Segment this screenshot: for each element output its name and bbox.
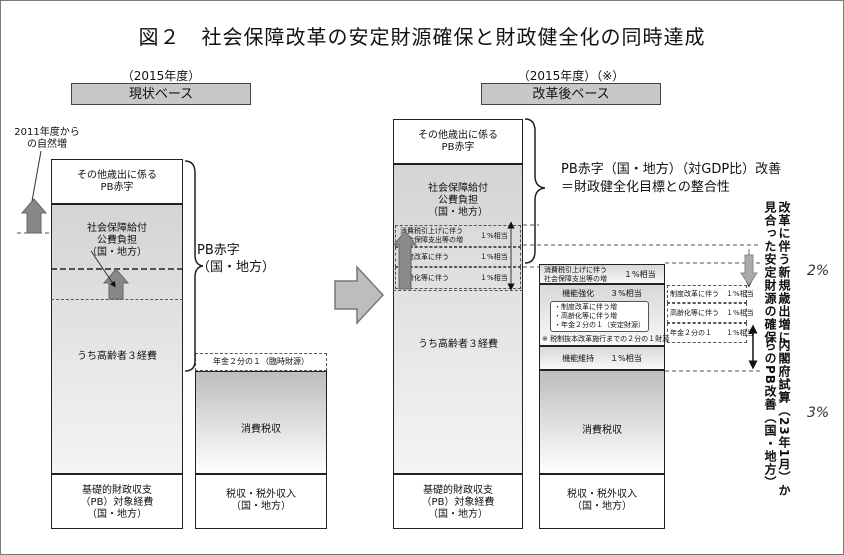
side-aging-label: 高齢化等に伴う １%相当 — [670, 309, 754, 317]
left-consumption-tax-label: 消費税収 — [241, 424, 281, 435]
right-function-strengthen-block: 機能強化 ３%相当 ・制度改革に伴う増 ・高齢化等に伴う増 ・年金２分の１（安定… — [539, 284, 669, 346]
side-reform-box: 制度改革に伴う １%相当 — [667, 285, 754, 303]
side-reform-label: 制度改革に伴う １%相当 — [670, 290, 754, 298]
right-function-maintain-label: 機能維持 １%相当 — [562, 354, 642, 363]
pointer-arrow-icon — [90, 250, 116, 288]
up-arrow-icon-2 — [102, 268, 130, 300]
natural-increase-label: 2011年度から の自然増 — [14, 127, 80, 150]
right-base-block: 基礎的財政収支 （PB）対象経費 （国・地方） — [393, 474, 523, 529]
vertical-note-pb-improvement: 内閣府試算（23年1月）か らのPB改善（国・地方） — [763, 339, 791, 498]
left-revenue-block: 税収・税外収入 （国・地方） — [195, 474, 327, 529]
right-increase-value: １%相当 — [480, 232, 508, 240]
right-reform-value: １%相当 — [480, 253, 508, 261]
left-pb-brace — [184, 160, 204, 372]
right-increase-label: 消費税引上げに伴う 社会保障支出等の増 — [400, 227, 463, 244]
right-function-strengthen-head: 機能強化 ３%相当 — [562, 289, 642, 298]
right-function-strengthen-items: ・制度改革に伴う増 ・高齢化等に伴う増 ・年金２分の１（安定財源） — [550, 301, 649, 332]
right-other-pb-deficit-block: その他歳出に係る PB赤字 — [393, 119, 523, 164]
left-revenue-label: 税収・税外収入 （国・地方） — [226, 489, 296, 512]
figure-title: 図２ 社会保障改革の安定財源確保と財政健全化の同時達成 — [138, 25, 706, 49]
left-elderly-label: うち高齢者３経費 — [77, 351, 157, 362]
right-increase-row: 消費税引上げに伴う 社会保障支出等の増 １%相当 — [395, 225, 521, 247]
pct-2: 2% — [807, 263, 830, 279]
right-aging-row: 高齢化等に伴う １%相当 — [395, 267, 521, 289]
right-reform-row: 制度改革に伴う １%相当 — [395, 247, 521, 267]
right-reform-label: 制度改革に伴う — [400, 253, 449, 261]
right-increase-tax-value: １%相当 — [624, 270, 656, 279]
pct-3: 3% — [807, 405, 830, 421]
right-revenue-block: 税収・税外収入 （国・地方） — [539, 474, 665, 529]
left-social-label: 社会保障給付 公費負担 （国・地方） — [87, 223, 147, 258]
right-consumption-tax-block: 消費税収 — [539, 370, 665, 474]
right-other-pb-deficit-label: その他歳出に係る PB赤字 — [418, 130, 498, 153]
side-pension-label: 年金２分の１ １%相当 — [670, 329, 754, 337]
right-year-label: （2015年度）（※） — [517, 69, 625, 83]
left-pb-deficit-label: PB赤字 （国・地方） — [197, 243, 276, 275]
right-increase-tax-label: 消費税引上げに伴う 社会保障支出等の増 — [544, 266, 607, 283]
right-pb-brace — [524, 118, 546, 264]
right-up-arrow-icon — [392, 230, 418, 290]
right-aging-value: １%相当 — [480, 274, 508, 282]
left-base-block: 基礎的財政収支 （PB）対象経費 （国・地方） — [51, 474, 183, 529]
right-header: 改革後ベース — [481, 83, 661, 105]
vertical-note-stable-funding: 改革に伴う新規歳出増に 見合った安定財源の確保 — [763, 201, 791, 344]
left-consumption-tax-block: 消費税収 — [195, 371, 327, 474]
left-pension-temp-label: 年金２分の１（臨時財源） — [213, 357, 309, 366]
right-elderly-divider — [393, 290, 523, 291]
left-year-label: （2015年度） — [121, 69, 201, 83]
side-pension-box: 年金２分の１ １%相当 — [667, 323, 754, 343]
right-base-label: 基礎的財政収支 （PB）対象経費 （国・地方） — [421, 485, 495, 520]
up-arrow-icon — [20, 198, 48, 234]
left-other-pb-deficit-label: その他歳出に係る PB赤字 — [77, 170, 157, 193]
right-elderly-label: うち高齢者３経費 — [418, 339, 498, 350]
left-social-block: 社会保障給付 公費負担 （国・地方） うち高齢者３経費 — [51, 204, 183, 474]
right-function-strengthen-note: ※ 税制抜本改革施行までの２分の１財源 — [542, 335, 670, 343]
right-function-maintain-block: 機能維持 １%相当 — [539, 346, 665, 370]
left-header: 現状ベース — [71, 83, 251, 105]
left-other-pb-deficit-block: その他歳出に係る PB赤字 — [51, 159, 183, 204]
right-aging-label: 高齢化等に伴う — [400, 274, 449, 282]
transition-arrow-icon — [334, 265, 385, 325]
right-social-block: 社会保障給付 公費負担 （国・地方） うち高齢者３経費 — [393, 164, 523, 474]
right-pb-note: PB赤字（国・地方）（対GDP比）改善 ＝財政健全化目標との整合性 — [561, 162, 782, 195]
right-increase-tax-block: 消費税引上げに伴う 社会保障支出等の増 １%相当 — [539, 264, 665, 284]
side-aging-box: 高齢化等に伴う １%相当 — [667, 303, 754, 323]
right-consumption-tax-label: 消費税収 — [582, 425, 622, 436]
left-base-label: 基礎的財政収支 （PB）対象経費 （国・地方） — [80, 485, 154, 520]
right-revenue-label: 税収・税外収入 （国・地方） — [567, 489, 637, 512]
right-social-label: 社会保障給付 公費負担 （国・地方） — [428, 183, 488, 218]
